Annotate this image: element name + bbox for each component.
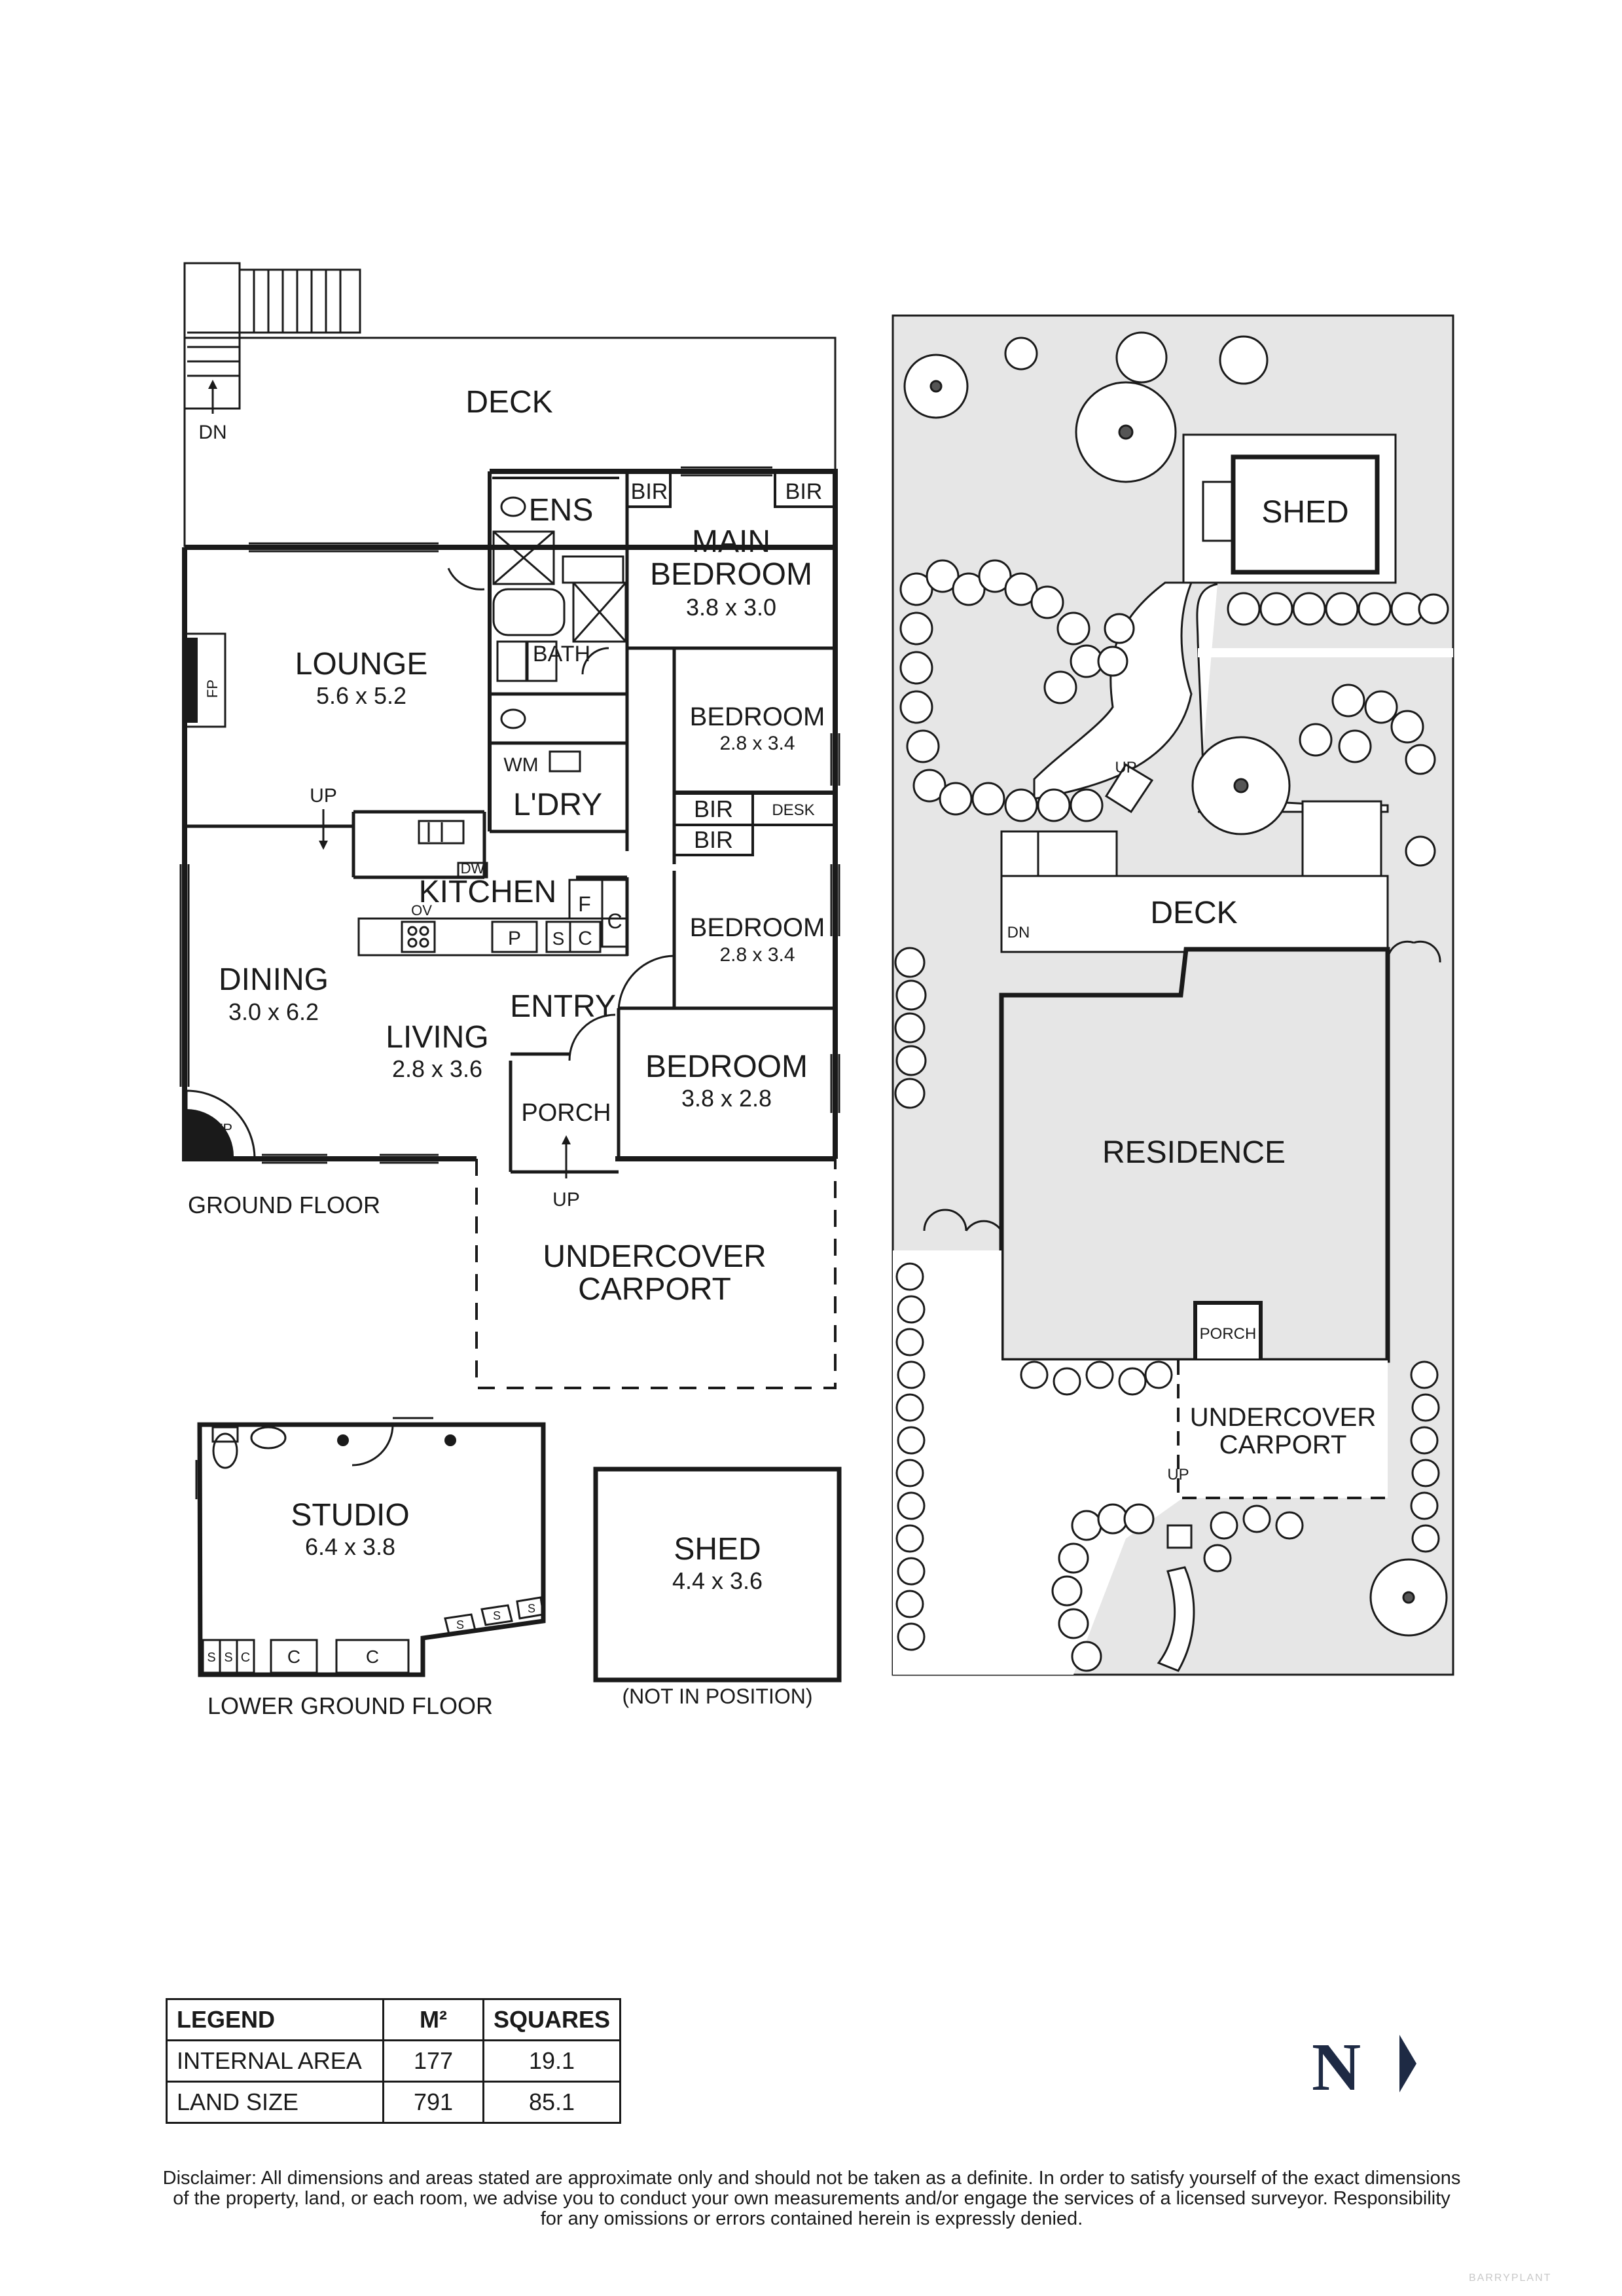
entry-label: ENTRY [510, 989, 616, 1024]
disclaimer-text: Disclaimer: All dimensions and areas sta… [72, 2168, 1551, 2229]
desk-label: DESK [772, 801, 814, 819]
lower-ground-floor-plan: S S C C C S S S STUDIO 6.4 x 3.8 LOWER G… [195, 1417, 546, 1719]
lounge-label: LOUNGE [295, 647, 428, 682]
carport-label-1: UNDERCOVER [543, 1239, 766, 1274]
wm-label: WM [503, 754, 538, 776]
cupboard-label-2: C [578, 928, 592, 949]
pantry-label: P [508, 928, 521, 949]
shed-dim: 4.4 x 3.6 [672, 1567, 763, 1594]
living-label: LIVING [386, 1020, 488, 1055]
up-label-porch: UP [552, 1189, 580, 1211]
ov-label: OV [411, 902, 432, 919]
ground-floor-title: GROUND FLOOR [188, 1192, 380, 1218]
site-deck-label: DECK [1150, 896, 1237, 930]
ens-label: ENS [529, 493, 594, 528]
north-arrow-icon [1399, 2035, 1416, 2092]
bir-label-1: BIR [631, 479, 668, 504]
carport-label-2: CARPORT [578, 1272, 731, 1307]
studio-shelf-4: S [493, 1609, 501, 1622]
bir-label-2: BIR [785, 479, 823, 504]
dining-dim: 3.0 x 6.2 [228, 998, 319, 1025]
legend-header-squares: SQUARES [482, 1998, 622, 2041]
deck-label: DECK [465, 385, 552, 420]
studio-label: STUDIO [291, 1498, 409, 1533]
dining-label: DINING [219, 962, 329, 997]
bedroom-3-label: BEDROOM [690, 913, 825, 942]
detached-shed-plan: SHED 4.4 x 3.6 (NOT IN POSITION) [593, 1467, 842, 1708]
disclaimer-line-3: for any omissions or errors contained he… [540, 2208, 1083, 2229]
site-carport-label-2: CARPORT [1219, 1430, 1347, 1459]
fridge-label: F [578, 892, 591, 916]
bedroom-2-dim: 2.8 x 3.4 [719, 733, 795, 754]
shed-label: SHED [674, 1532, 761, 1567]
studio-shelf-1: S [207, 1650, 215, 1665]
cupboard-label-1: C [607, 909, 622, 933]
dw-label: DW [461, 860, 485, 877]
disclaimer-line-2: of the property, land, or each room, we … [173, 2188, 1451, 2209]
studio-cupboard-1: C [241, 1650, 250, 1665]
site-porch-label: PORCH [1200, 1325, 1257, 1343]
legend-row-squares: 19.1 [482, 2039, 622, 2083]
legend-row-m2: 177 [382, 2039, 484, 2083]
main-bedroom-label-1: MAIN [692, 524, 770, 559]
studio-cupboard-2: C [287, 1647, 300, 1667]
deck-stairs [238, 268, 361, 334]
bir-label-3: BIR [694, 795, 733, 822]
carport-outline [475, 1159, 837, 1389]
legend-row-m2: 791 [382, 2081, 484, 2124]
lower-ground-floor-title: LOWER GROUND FLOOR [207, 1692, 493, 1719]
bedroom-4-dim: 3.8 x 2.8 [681, 1085, 772, 1112]
bedroom-2-label: BEDROOM [690, 702, 825, 731]
site-up-label: UP [1115, 759, 1136, 776]
legend-header-m2: M² [382, 1998, 484, 2041]
site-carport-label-1: UNDERCOVER [1190, 1403, 1376, 1432]
area-legend-table: LEGEND M² SQUARES INTERNAL AREA 177 19.1… [166, 1998, 622, 2124]
legend-header-label: LEGEND [166, 1998, 384, 2041]
main-bedroom-dim: 3.8 x 3.0 [686, 594, 776, 621]
porch-label: PORCH [521, 1099, 611, 1127]
bedroom-4-label: BEDROOM [645, 1049, 808, 1084]
site-dn-label: DN [1007, 924, 1030, 941]
up-label-lounge: UP [310, 785, 337, 807]
ground-floor-plan: DN DECK [179, 262, 840, 1389]
living-dim: 2.8 x 3.6 [392, 1055, 482, 1082]
legend-row-label: LAND SIZE [166, 2081, 384, 2124]
shed-note: (NOT IN POSITION) [622, 1685, 813, 1708]
laundry-label: L'DRY [513, 788, 602, 822]
studio-cupboard-3: C [366, 1647, 379, 1667]
main-bedroom-label-2: BEDROOM [650, 557, 812, 592]
legend-row-squares: 85.1 [482, 2081, 622, 2124]
fp-dining-label: FP [214, 1121, 232, 1137]
watermark-logo: BARRYPLANT [1469, 2272, 1552, 2284]
disclaimer-line-1: Disclaimer: All dimensions and areas sta… [162, 2168, 1461, 2189]
lounge-dim: 5.6 x 5.2 [316, 682, 406, 709]
residence-label: RESIDENCE [1102, 1135, 1286, 1170]
shelves-label: S [552, 928, 565, 949]
kitchen-label: KITCHEN [419, 875, 557, 909]
legend-row-internal-area: INTERNAL AREA 177 19.1 [166, 2039, 622, 2083]
dn-label: DN [198, 422, 226, 443]
bir-label-4: BIR [694, 826, 733, 853]
bedroom-3-dim: 2.8 x 3.4 [719, 944, 795, 966]
studio-shelf-3: S [456, 1618, 464, 1631]
legend-row-land-size: LAND SIZE 791 85.1 [166, 2081, 622, 2124]
studio-shelf-5: S [528, 1602, 535, 1615]
bath-label: BATH [533, 642, 590, 666]
site-plan: SHED UP DECK DN RESIDENCE PORCH UP UNDER… [892, 314, 1454, 1676]
studio-dim: 6.4 x 3.8 [305, 1533, 395, 1560]
north-label: N [1312, 2030, 1361, 2105]
fp-lounge-label: FP [204, 680, 221, 698]
legend-header-row: LEGEND M² SQUARES [166, 1998, 622, 2041]
legend-row-label: INTERNAL AREA [166, 2039, 384, 2083]
studio-shelf-2: S [224, 1650, 232, 1665]
site-drive-up-label: UP [1167, 1466, 1189, 1484]
site-shed-label: SHED [1261, 495, 1348, 530]
